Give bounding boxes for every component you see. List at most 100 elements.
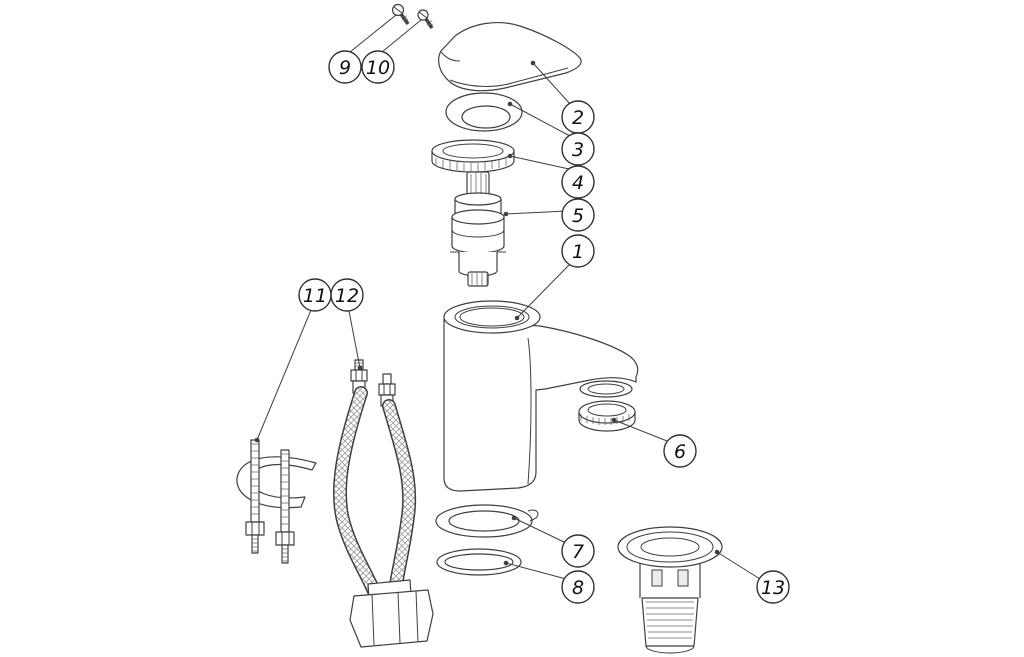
ring-knurl	[435, 158, 507, 171]
leader-11-dot	[254, 437, 260, 443]
leader-8-dot	[503, 560, 509, 566]
callout-7: 7	[561, 534, 595, 568]
aerator-knurl	[580, 414, 630, 425]
oring-inner	[444, 553, 514, 571]
leader-7-dot	[511, 515, 517, 521]
callout-6: 6	[663, 434, 697, 468]
aerator-inner	[587, 403, 627, 417]
body-thread-2	[459, 307, 525, 327]
callout-2-label: 2	[572, 107, 584, 129]
o-ring-icon	[436, 548, 522, 576]
retaining-ring-icon	[431, 139, 515, 173]
leader-10	[381, 19, 422, 53]
basin-waste-icon	[617, 526, 723, 654]
cartridge-body-ring	[451, 229, 505, 238]
aerator-icon	[578, 400, 636, 432]
hose-1-nut	[350, 369, 368, 382]
leader-2	[532, 62, 571, 105]
screw-shaft-10	[424, 18, 434, 29]
waste-slot-1	[651, 569, 663, 587]
callout-5-label: 5	[572, 205, 584, 227]
stud-1-tip	[251, 534, 259, 554]
leader-2-dot	[530, 60, 536, 66]
leader-7	[513, 517, 567, 544]
leader-13-dot	[714, 549, 720, 555]
waste-plug	[640, 537, 700, 557]
callout-6-label: 6	[674, 441, 686, 463]
callout-11: 11	[298, 278, 332, 312]
gasket-tab	[527, 509, 539, 522]
callout-1-circle	[561, 234, 595, 268]
screw-thread-10	[425, 20, 434, 26]
hose-2-tube	[382, 373, 392, 385]
screw-thread-9	[400, 15, 409, 21]
leader-5	[505, 210, 568, 215]
waste-thread	[646, 601, 694, 639]
body-contour	[527, 337, 532, 485]
stud-2-thread	[281, 453, 289, 525]
waste-body-sides	[639, 558, 701, 598]
callout-13: 13	[756, 570, 790, 604]
spout-outlet-inner	[587, 383, 625, 395]
leader-6	[613, 419, 668, 442]
callout-12: 12	[330, 278, 364, 312]
callout-4-circle	[561, 165, 595, 199]
leader-4-dot	[507, 153, 513, 159]
callout-6-circle	[663, 434, 697, 468]
fixing-bracket	[236, 456, 317, 509]
hose-2-nut-facets	[383, 384, 391, 395]
fixing-kit-icon	[236, 439, 317, 564]
stud-1-thread	[251, 443, 259, 515]
screw-slot-10	[418, 11, 428, 19]
callout-12-circle	[330, 278, 364, 312]
callout-9-label: 9	[339, 57, 351, 79]
stud-1-nut	[245, 521, 265, 536]
cap-inner	[461, 105, 511, 129]
callout-9: 9	[328, 50, 362, 84]
callout-2: 2	[561, 100, 595, 134]
stud-2-nut	[275, 531, 295, 546]
callout-8-circle	[561, 570, 595, 604]
ring-top	[431, 139, 515, 163]
hose-2-nut	[378, 383, 396, 396]
dome-cap-icon	[445, 92, 523, 132]
callout-5: 5	[561, 198, 595, 232]
leader-lines	[254, 14, 761, 580]
callout-3-circle	[561, 132, 595, 166]
stud-1-tip-thread	[252, 538, 258, 552]
body-outline	[443, 318, 639, 492]
stud-2-tip-thread	[282, 548, 288, 562]
stud-2	[280, 449, 290, 533]
leader-1-dot	[514, 315, 520, 321]
ring-top-inner	[442, 143, 504, 159]
handle-left-edge	[440, 51, 461, 62]
leader-12	[348, 310, 361, 369]
leader-9	[349, 14, 397, 53]
stud-2-nut-facets	[281, 532, 290, 545]
callout-7-label: 7	[572, 541, 584, 563]
stud-1	[250, 439, 260, 523]
leader-5-dot	[503, 211, 509, 217]
callout-10: 10	[361, 50, 395, 84]
callout-3-label: 3	[572, 139, 584, 161]
waste-flange	[617, 526, 723, 568]
callout-10-circle	[361, 50, 395, 84]
callout-13-circle	[756, 570, 790, 604]
base-gasket-icon	[435, 504, 539, 538]
leader-3-dot	[507, 101, 513, 107]
hose-1-braid	[334, 387, 383, 604]
spout-outlet-rim	[579, 380, 633, 398]
callout-8-label: 8	[572, 577, 584, 599]
callout-13-label: 13	[761, 577, 785, 599]
callout-5-circle	[561, 198, 595, 232]
cartridge-body-top	[451, 209, 505, 225]
callout-1-label: 1	[572, 241, 584, 263]
leader-4	[509, 155, 570, 170]
waste-slot-2	[677, 569, 689, 587]
handle-outline	[438, 21, 582, 92]
cartridge-collar-top	[454, 192, 502, 206]
cartridge-shaft-splines	[471, 273, 488, 286]
cartridge-icon	[450, 171, 506, 287]
